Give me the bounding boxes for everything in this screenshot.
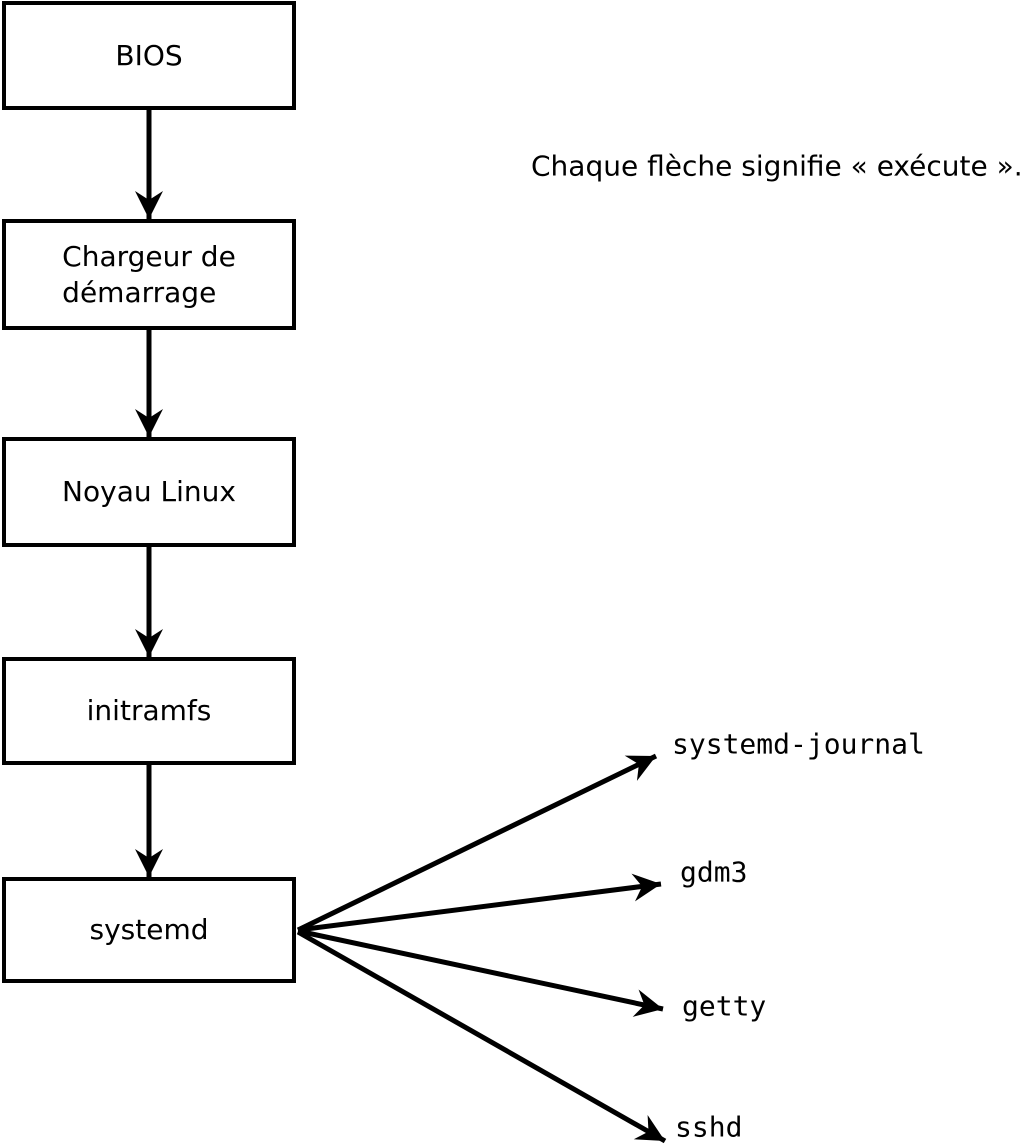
- box-systemd: systemd: [2, 877, 296, 983]
- legend-caption: Chaque flèche signifie « exécute ».: [531, 149, 1023, 183]
- arrow-systemd-to-gdm3: [297, 873, 662, 933]
- box-bios: BIOS: [2, 1, 296, 110]
- box-systemd-label: systemd: [89, 913, 209, 946]
- box-kernel: Noyau Linux: [2, 437, 296, 547]
- process-label-gdm3: gdm3: [680, 855, 748, 889]
- box-bootloader-label: Chargeur de démarrage: [62, 239, 236, 309]
- process-label-getty: getty: [682, 989, 767, 1023]
- box-kernel-label: Noyau Linux: [62, 475, 236, 508]
- box-bios-label: BIOS: [115, 38, 183, 72]
- box-bootloader: Chargeur de démarrage: [2, 219, 296, 330]
- arrow-systemd-to-journal: [296, 753, 658, 933]
- process-label-sshd: sshd: [675, 1110, 743, 1144]
- process-label-systemd-journal: systemd-journal: [672, 727, 925, 761]
- arrow-systemd-to-getty: [297, 928, 664, 1017]
- box-initramfs: initramfs: [2, 657, 296, 765]
- box-initramfs-label: initramfs: [86, 694, 212, 727]
- arrow-systemd-to-sshd: [296, 929, 667, 1144]
